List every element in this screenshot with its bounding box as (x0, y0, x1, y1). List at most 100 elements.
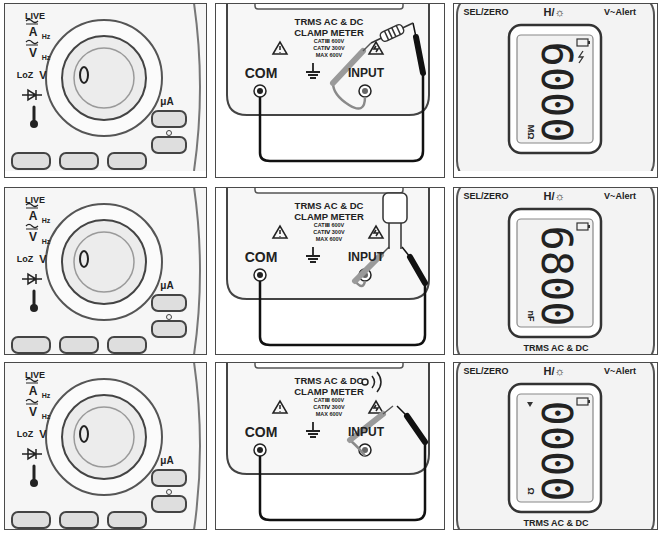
display-panel-art (457, 3, 654, 171)
function-label: μA (160, 456, 173, 466)
button-label: H/☼ (543, 366, 564, 377)
capacitor-legs (389, 223, 401, 249)
rating-label: CATⅢ 600V (314, 39, 344, 45)
model-label: CLAMP METER (294, 28, 364, 38)
jack-label: COM (245, 250, 278, 264)
rating-label: CATⅣ 300V (313, 230, 344, 236)
function-label: LIVE (25, 196, 45, 205)
function-label: LoZ (17, 255, 34, 264)
function-label: V (29, 47, 37, 59)
dial-panel: LIVEAHzVHzLoZVμA (4, 362, 207, 530)
lcd-unit: nF (526, 311, 535, 322)
model-label: TRMS AC & DC (295, 201, 364, 211)
black-lead (260, 73, 423, 161)
display-panel: SEL/ZEROH/☼V~Alert6000MΩ (453, 3, 658, 178)
display-panel: SEL/ZERO H/☼ V~Alert 0000Ω TRMS AC & DC (453, 362, 658, 530)
probe-tip (413, 23, 416, 37)
gray-lead (333, 83, 365, 109)
black-probe (410, 257, 425, 283)
rating-label: MAX 600V (316, 237, 343, 243)
function-label: LoZ (17, 430, 34, 439)
dial-panel-art (4, 3, 207, 171)
function-label: LIVE (25, 371, 45, 380)
function-label: μA (160, 281, 173, 291)
probe-tip (402, 247, 410, 257)
resistor-symbol (379, 23, 405, 42)
model-label: CLAMP METER (294, 212, 364, 222)
button-label: V~Alert (604, 8, 636, 17)
black-lead (260, 442, 425, 520)
model-label: CLAMP METER (294, 387, 364, 397)
rating-label: MAX 600V (316, 412, 343, 418)
rating-label: CATⅢ 600V (314, 398, 344, 404)
function-label: V (39, 429, 46, 440)
function-label: V (29, 231, 37, 243)
dial-panel-art (4, 187, 207, 355)
meter-panel-art (227, 187, 429, 299)
rating-label: MAX 600V (316, 53, 343, 59)
model-label: TRMS AC & DC (295, 376, 364, 386)
lcd-reading: 6800 (535, 225, 577, 326)
meter-panel: TRMS AC & DCCLAMP METERCATⅢ 600VCATⅣ 300… (215, 187, 445, 355)
unit-label: Hz (42, 217, 51, 224)
model-label: TRMS AC & DC (523, 519, 588, 528)
lcd-reading: 0000 (535, 400, 577, 501)
rating-label: CATⅢ 600V (314, 223, 344, 229)
probe-tip (383, 406, 393, 414)
function-label: V (29, 406, 37, 418)
unit-label: Hz (42, 413, 51, 420)
button-label: H/☼ (543, 7, 564, 18)
model-label: TRMS AC & DC (523, 344, 588, 353)
rating-label: CATⅣ 300V (313, 405, 344, 411)
lcd-unit: Ω (526, 487, 535, 494)
meter-panel: TRMS AC & DCCLAMP METERCATⅢ 600VCATⅣ 300… (215, 362, 445, 530)
button-label: V~Alert (604, 367, 636, 376)
display-panel-art (457, 187, 654, 355)
function-label: LIVE (25, 12, 45, 21)
sound-waves (372, 372, 381, 392)
jack-label: COM (245, 66, 278, 80)
function-label: A (29, 385, 38, 397)
function-label: A (29, 210, 38, 222)
capacitor-symbol (383, 193, 407, 223)
meter-panel-art (227, 3, 429, 115)
black-probe (416, 37, 423, 73)
function-label: μA (160, 97, 173, 107)
meter-panel-art (227, 362, 429, 474)
display-panel-art (457, 362, 654, 530)
black-probe (407, 416, 425, 442)
lcd-reading: 6000 (535, 41, 577, 142)
dial-panel: LIVEAHzVHzLoZVμA (4, 3, 207, 178)
dial-panel: LIVEAHzVHzLoZVμA (4, 187, 207, 355)
function-label: A (29, 26, 38, 38)
button-label: SEL/ZERO (463, 192, 508, 201)
gray-lead (350, 440, 365, 456)
jack-label: INPUT (348, 251, 384, 263)
button-label: SEL/ZERO (463, 367, 508, 376)
meter-panel: TRMS AC & DCCLAMP METERCATⅢ 600VCATⅣ 300… (215, 3, 445, 178)
jack-label: INPUT (348, 426, 384, 438)
jack-label: INPUT (348, 67, 384, 79)
resistor-lead (371, 23, 413, 43)
function-label: LoZ (17, 71, 34, 80)
high-voltage-symbol (579, 51, 583, 63)
lcd-unit: MΩ (526, 125, 535, 140)
unit-label: Hz (42, 33, 51, 40)
jack-label: COM (245, 425, 278, 439)
dial-panel-art (4, 362, 207, 530)
unit-label: Hz (42, 54, 51, 61)
model-label: TRMS AC & DC (295, 17, 364, 27)
rating-label: CATⅣ 300V (313, 46, 344, 52)
button-label: V~Alert (604, 192, 636, 201)
unit-label: Hz (42, 238, 51, 245)
function-label: V (39, 254, 46, 265)
function-label: V (39, 70, 46, 81)
black-lead (260, 281, 425, 345)
probe-tip (363, 43, 371, 51)
probe-tip (397, 406, 407, 416)
beep-icon (527, 402, 533, 407)
button-label: H/☼ (543, 191, 564, 202)
display-panel: SEL/ZERO H/☼ V~Alert 6800nF TRMS AC & DC (453, 187, 658, 355)
